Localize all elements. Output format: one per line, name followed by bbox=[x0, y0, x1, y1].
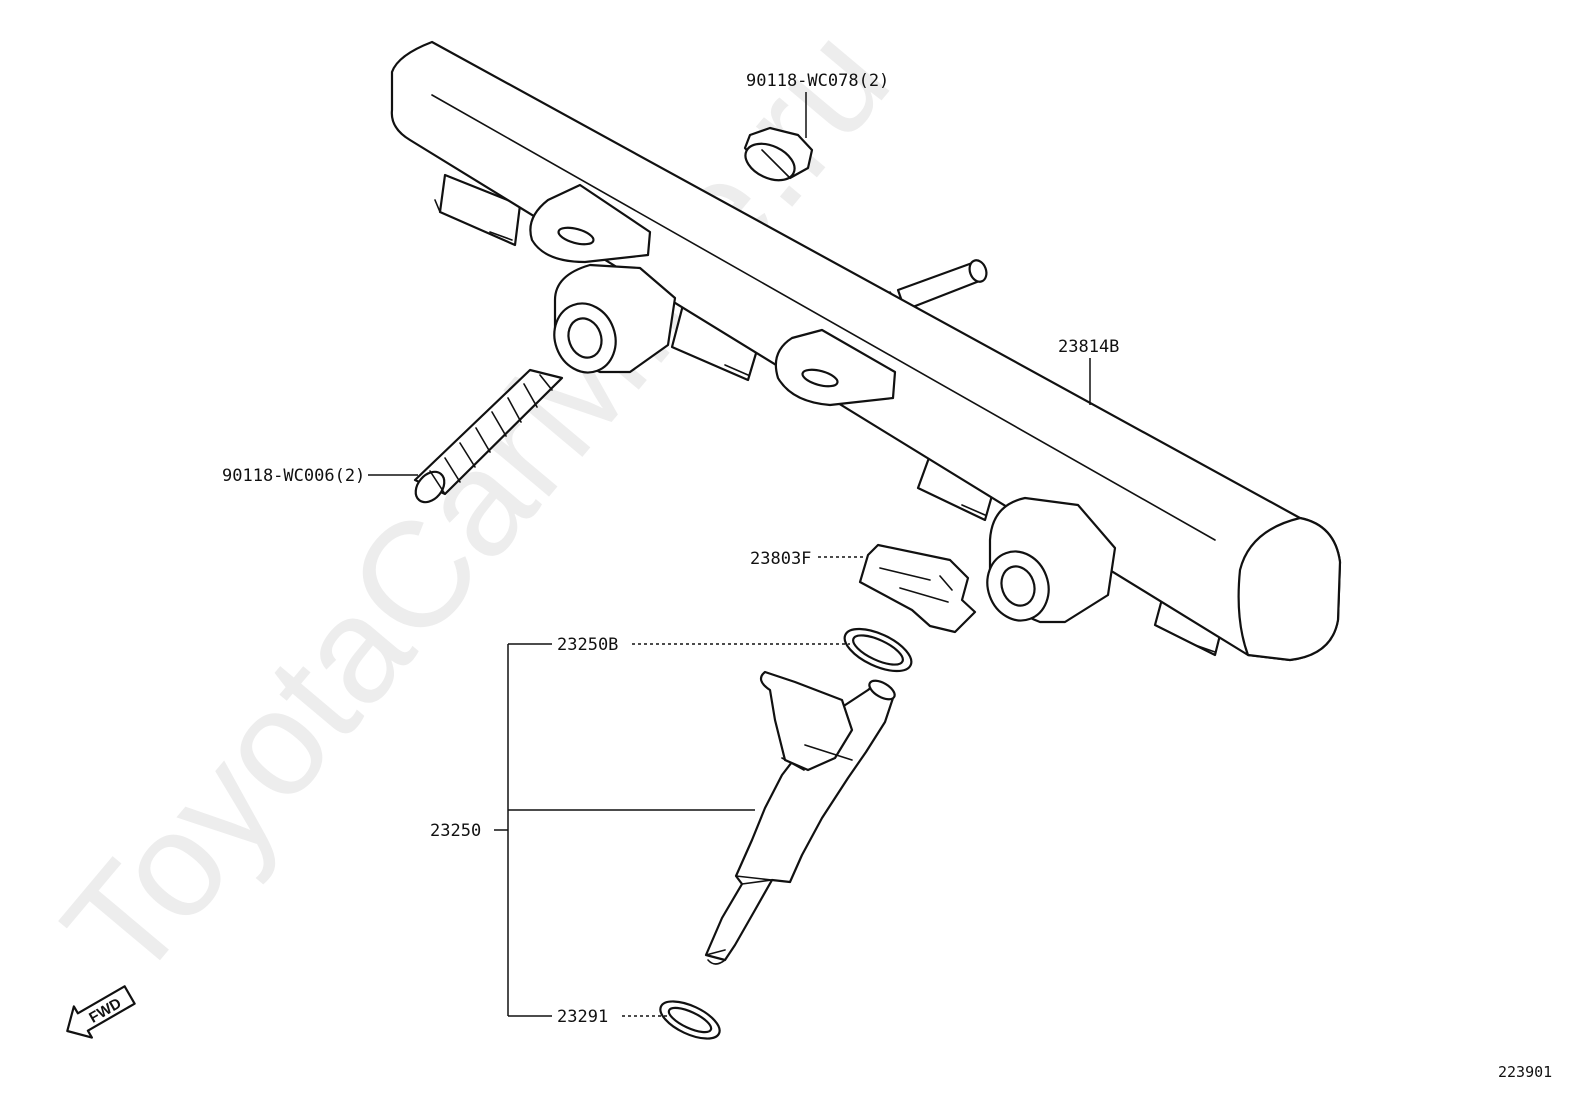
flange-nut bbox=[743, 126, 814, 182]
injector-cup bbox=[986, 496, 1117, 624]
label-injector: 23250 bbox=[430, 821, 481, 841]
stud-bolt bbox=[413, 368, 564, 504]
leader-lines bbox=[368, 92, 1091, 1017]
label-lower-o-ring: 23291 bbox=[557, 1007, 608, 1027]
fwd-arrow-icon: FWD bbox=[66, 985, 136, 1039]
fuel-delivery-pipe bbox=[390, 40, 1342, 662]
label-delivery-pipe: 23814B bbox=[1058, 337, 1119, 357]
injector-socket bbox=[434, 173, 522, 247]
injector-clip bbox=[858, 543, 977, 634]
label-nut: 90118-WC078(2) bbox=[746, 71, 889, 91]
label-stud-bolt: 90118-WC006(2) bbox=[222, 466, 365, 486]
label-clip: 23803F bbox=[750, 549, 811, 569]
injector-cup bbox=[553, 263, 677, 374]
label-upper-o-ring: 23250B bbox=[557, 635, 618, 655]
mounting-bracket bbox=[774, 328, 897, 407]
mounting-bracket bbox=[529, 183, 652, 264]
lower-o-ring bbox=[659, 1000, 721, 1040]
upper-o-ring bbox=[843, 627, 913, 673]
diagram-code: 223901 bbox=[1498, 1063, 1552, 1081]
fuel-injector bbox=[704, 670, 896, 965]
